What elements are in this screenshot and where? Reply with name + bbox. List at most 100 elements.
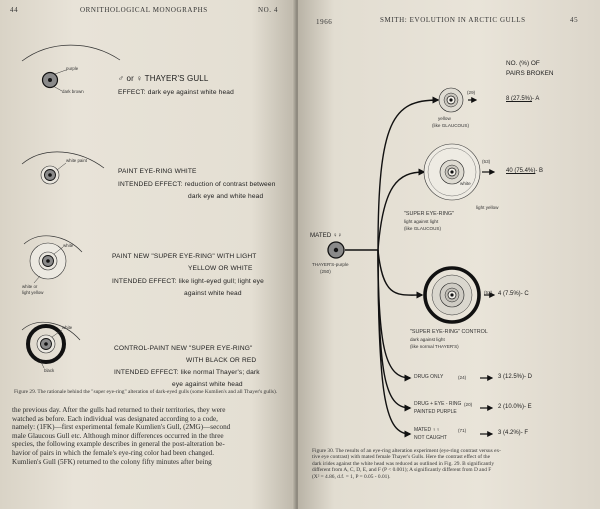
result-e-letter: - E (524, 404, 532, 410)
caption-line: Figure 30. The results of an eye-ring al… (312, 448, 501, 454)
body-line: havior of pairs in which the female's ey… (12, 448, 215, 457)
branch-d-label: DRUG ONLY (414, 374, 444, 380)
branch-arrow-a (377, 96, 440, 251)
caption-line: (X² = 4.86, d.f. = 1, P = 0.05 - 0.01). (312, 473, 391, 480)
branch-c-n: (53) (484, 290, 493, 295)
branch-arrow-b (377, 168, 426, 251)
column-header-line2: PAIRS BROKEN (506, 70, 554, 77)
result-c: 4 (7.5%)- C (498, 291, 529, 297)
column-header-line1: NO. (%) OF (506, 60, 540, 67)
callout-purple: purple (66, 66, 79, 71)
branch-b-eye-label: white (460, 181, 471, 186)
body-line: Kumlien's Gull (5FK) returned to the col… (12, 457, 212, 466)
figure-30-caption: Figure 30. The results of an eye-ring al… (312, 448, 594, 480)
branch-c-desc2: dark against light (410, 337, 445, 342)
branch-b-desc2: light against light (404, 219, 439, 224)
panel-4-effect-line1: INTENDED EFFECT: like normal Thayer's; d… (114, 369, 260, 376)
branch-f-label1: MATED ♀♀ (414, 427, 441, 433)
source-line1: THAYER'S-purple (312, 262, 349, 267)
branch-e-label2: PAINTED PURPLE (414, 409, 457, 415)
branch-b-n: (53) (482, 159, 491, 164)
result-e-value: 2 (10.0%) (498, 404, 525, 410)
branch-f-label2: NOT CAUGHT (414, 435, 447, 441)
result-b-letter: - B (535, 168, 544, 174)
panel-4-title-line2: WITH BLACK OR RED (186, 357, 257, 364)
figure-30-flow-diagram (327, 87, 496, 438)
panel-1-effect: EFFECT: dark eye against white head (118, 89, 234, 96)
callout-white-paint: white paint (66, 158, 87, 163)
figure-29-caption: Figure 29. The rationale behind the "sup… (14, 389, 278, 395)
panel-2-effect-line2: dark eye and white head (188, 193, 264, 200)
result-b: 40 (75.4%)- B (506, 168, 543, 174)
result-b-value: 40 (75.4%) (506, 168, 536, 174)
head-outline-4 (21, 322, 81, 341)
caption-line: tive eye contrast) with mated female Tha… (312, 454, 490, 461)
panel-4-effect-line2: eye against white head (172, 381, 243, 388)
panel-3-effect-line2: against white head (184, 290, 242, 297)
branch-arrow-d (377, 249, 412, 382)
result-a: 8 (27.5%)- A (506, 96, 539, 102)
panel-2-effect-line1: INTENDED EFFECT: reduction of contrast b… (118, 181, 276, 188)
body-line: watched as before. Each individual was d… (12, 414, 218, 423)
result-c-value: 4 (7.5%) (498, 291, 521, 297)
right-page: 1966 SMITH: EVOLUTION IN ARCTIC GULLS 45… (298, 0, 600, 509)
result-e: 2 (10.0%)- E (498, 404, 532, 410)
result-f-letter: - F (520, 430, 529, 436)
result-d-value: 3 (12.5%) (498, 374, 525, 380)
left-page: 44 ORNITHOLOGICAL MONOGRAPHS NO. 4 purpl… (0, 0, 296, 509)
eye-c-control-black-ring (423, 266, 481, 324)
branch-e-n: (20) (464, 402, 473, 407)
branch-b-ring-label: light yellow (476, 205, 499, 210)
head-outline-3 (23, 235, 83, 253)
branch-a-desc2: (like GLAUCOUS) (432, 123, 470, 128)
right-page-number: 45 (570, 16, 579, 24)
right-year: 1966 (316, 18, 333, 26)
book-gutter (292, 0, 302, 509)
result-d: 3 (12.5%)- D (498, 374, 532, 380)
head-outline-1 (21, 44, 121, 62)
mated-label: MATED ♀♀ (310, 232, 343, 239)
body-line: the previous day. After the gulls had re… (12, 406, 226, 414)
branch-b-desc1: "SUPER EYE-RING" (404, 211, 454, 217)
result-f-value: 3 (4.2%) (498, 430, 521, 436)
result-d-letter: - D (524, 374, 533, 380)
result-c-letter: - C (520, 291, 529, 297)
branch-b-desc3: (like GLAUCOUS) (404, 226, 442, 231)
callout-white-or: white or (22, 284, 38, 289)
panel-3-title-line2: YELLOW OR WHITE (188, 265, 253, 272)
callout-white: white (63, 243, 74, 248)
source-line2: (250) (320, 269, 331, 274)
panel-3-title-line1: PAINT NEW "SUPER EYE-RING" WITH LIGHT (112, 253, 257, 260)
body-line: species, the following example describes… (12, 440, 225, 449)
branch-d-n: (24) (458, 375, 467, 380)
branch-a-n: (29) (467, 90, 476, 95)
callout-light-yellow: light yellow (22, 290, 44, 295)
eye-super-ring-control-black (26, 324, 66, 364)
callout-dark-brown: dark brown (62, 89, 84, 94)
branch-f-n: (71) (458, 428, 467, 433)
callout-black: black (44, 368, 55, 373)
branch-c-desc3: (like normal THAYER'S) (410, 344, 459, 349)
branch-e-label1: DRUG + EYE - RING (414, 401, 462, 407)
left-body-text: the previous day. After the gulls had re… (12, 406, 286, 466)
figure-29-illustrations (21, 44, 121, 369)
panel-2-title: PAINT EYE-RING WHITE (118, 168, 197, 175)
branch-arrow-c (377, 249, 424, 299)
result-a-letter: - A (532, 96, 540, 102)
body-line: namely: (1FK)—first experimental female … (12, 423, 231, 432)
branch-c-desc1: "SUPER EYE-RING" CONTROL (410, 329, 488, 335)
panel-3-effect-line1: INTENDED EFFECT: like light-eyed gull; l… (112, 278, 264, 285)
result-f: 3 (4.2%)- F (498, 430, 528, 436)
body-line: male Glaucous Gull etc. Although minor d… (12, 431, 224, 440)
panel-4-title-line1: CONTROL-PAINT NEW "SUPER EYE-RING" (114, 345, 253, 352)
branch-arrow-f (377, 249, 412, 438)
result-a-value: 8 (27.5%) (506, 96, 533, 102)
caption-line: different from A, C, D, E, and F (P < 0.… (312, 467, 492, 474)
callout-white-4: white (62, 325, 73, 330)
branch-a-desc1: yellow (438, 116, 451, 121)
caption-line: dark irides against the white head was r… (312, 460, 495, 467)
right-running-head: SMITH: EVOLUTION IN ARCTIC GULLS (380, 16, 526, 24)
head-outline-2 (21, 151, 105, 169)
pupil-1 (48, 78, 52, 82)
left-issue: NO. 4 (258, 6, 279, 14)
